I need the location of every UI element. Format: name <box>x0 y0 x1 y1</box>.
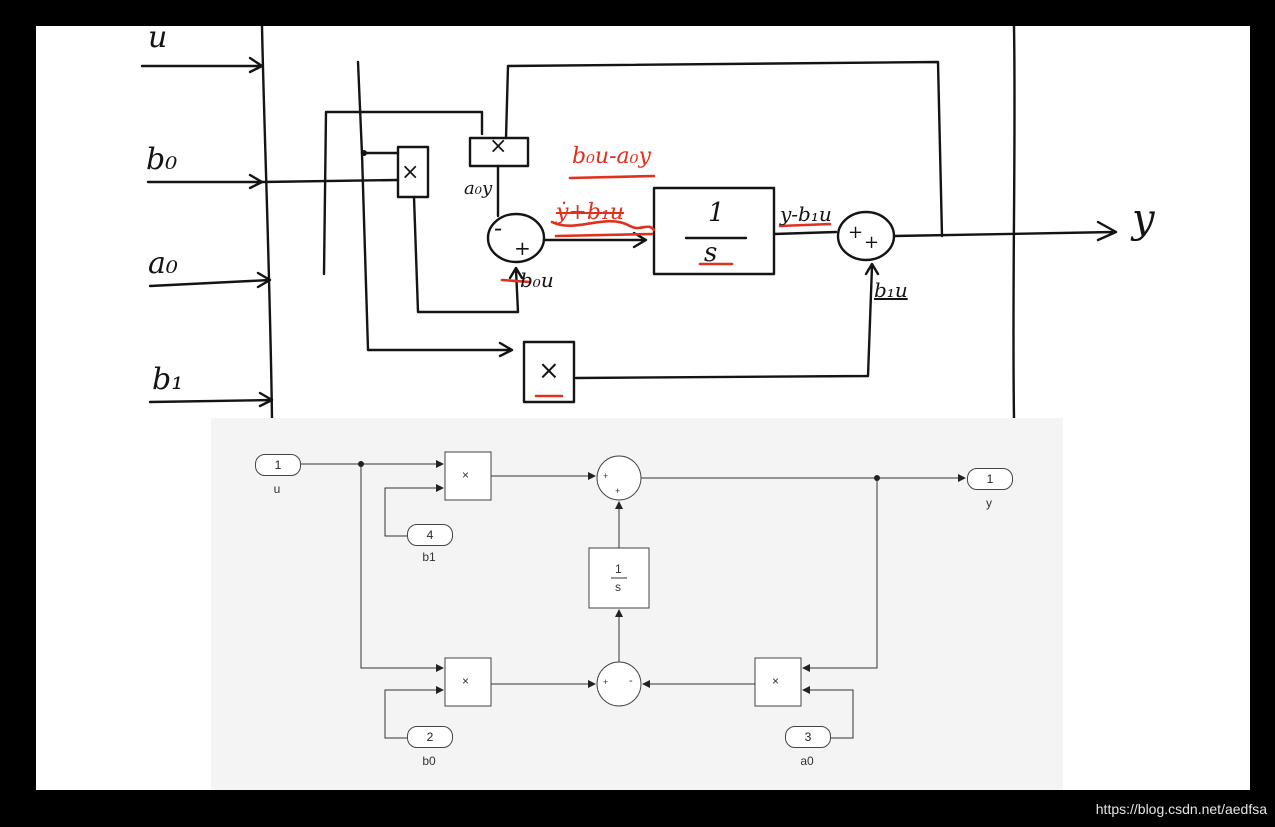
integrator-den: s <box>615 580 621 594</box>
wire-u-main <box>301 463 444 672</box>
b0-to-mult1 <box>260 178 400 184</box>
outport-y[interactable]: 1 <box>967 468 1013 490</box>
mult1-out-wire <box>412 195 524 314</box>
sum2-plus-bottom: + <box>864 232 880 253</box>
u-vertical-wire <box>356 60 514 358</box>
sum-bottom-minus-right: - <box>629 675 633 687</box>
input-line-u <box>140 56 264 74</box>
label-b0: b₀ <box>146 142 178 177</box>
inport-b1-label: b1 <box>422 550 436 564</box>
handwritten-sketch <box>140 26 1118 418</box>
annotation-b0u: b₀u <box>520 268 554 292</box>
inport-a0-label: a0 <box>800 754 814 768</box>
inport-a0[interactable]: 3 <box>785 726 831 748</box>
inport-b1[interactable]: 4 <box>407 524 453 546</box>
input-line-a0 <box>148 271 272 289</box>
product-right-block <box>754 657 802 707</box>
inport-u[interactable]: 1 <box>255 454 301 476</box>
product-top-block <box>444 451 492 501</box>
sum2-plus-left: + <box>848 222 864 243</box>
watermark-url: https://blog.csdn.net/aedfsa <box>1095 801 1267 817</box>
integ-den: s <box>704 238 718 268</box>
simulink-wiring <box>301 451 966 739</box>
integrator-num: 1 <box>615 562 622 576</box>
b1u-wire <box>574 262 880 380</box>
label-a0: a₀ <box>148 246 178 281</box>
mult1-symbol: × <box>401 160 420 185</box>
product-top-symbol: × <box>462 468 470 482</box>
inport-b0-label: b0 <box>422 754 436 768</box>
product-bottom-symbol: × <box>462 674 470 688</box>
mult-bottom-symbol: × <box>538 356 560 386</box>
annotation-crossed: ẏ+b₁u <box>556 200 624 225</box>
annotation-y-b1u: y-b₁u <box>780 202 832 226</box>
wire-b1 <box>384 484 444 537</box>
red-underline-b0u <box>500 278 532 284</box>
sum1-circle <box>486 212 546 264</box>
red-underline-top <box>568 174 656 180</box>
label-u: u <box>148 20 168 55</box>
inport-u-label: u <box>273 482 281 496</box>
feedback-top-wire <box>504 60 944 238</box>
integ-num: 1 <box>708 198 725 228</box>
wire-b0 <box>384 686 444 739</box>
label-y-output: y <box>1132 196 1155 242</box>
sum1-minus: - <box>494 214 503 242</box>
red-underline-y-b1u <box>778 222 832 228</box>
sum-top-plus-bottom: + <box>615 486 621 496</box>
output-wire <box>892 220 1118 242</box>
frame-right-line <box>1012 26 1016 418</box>
mult-bottom-box <box>522 340 576 404</box>
annotation-a0y: a₀y <box>464 178 493 199</box>
mult-top-symbol: × <box>489 134 508 159</box>
u-to-top-mult <box>322 110 484 276</box>
annotation-b0u-a0y: b₀u-a₀y <box>572 144 651 169</box>
simulink-model: 1 u 4 b1 2 b0 3 a0 1 y × × × 1 s + + + - <box>211 418 1063 790</box>
wire-feedback-y <box>802 478 878 672</box>
product-bottom-block <box>444 657 492 707</box>
frame-left-line <box>260 26 274 418</box>
outport-y-label: y <box>986 496 992 510</box>
label-b1: b₁ <box>152 362 184 397</box>
sum1-plus: + <box>514 236 531 260</box>
annotation-b1u: b₁u <box>874 278 908 302</box>
red-cross-marks <box>550 219 656 238</box>
sum-bottom-plus-left: + <box>603 677 609 687</box>
wire-a0 <box>802 686 854 739</box>
integ-to-sum2 <box>772 230 838 236</box>
sum-top-plus-left: + <box>603 471 609 481</box>
product-right-symbol: × <box>772 674 780 688</box>
input-line-b1 <box>148 391 274 408</box>
inport-b0[interactable]: 2 <box>407 726 453 748</box>
